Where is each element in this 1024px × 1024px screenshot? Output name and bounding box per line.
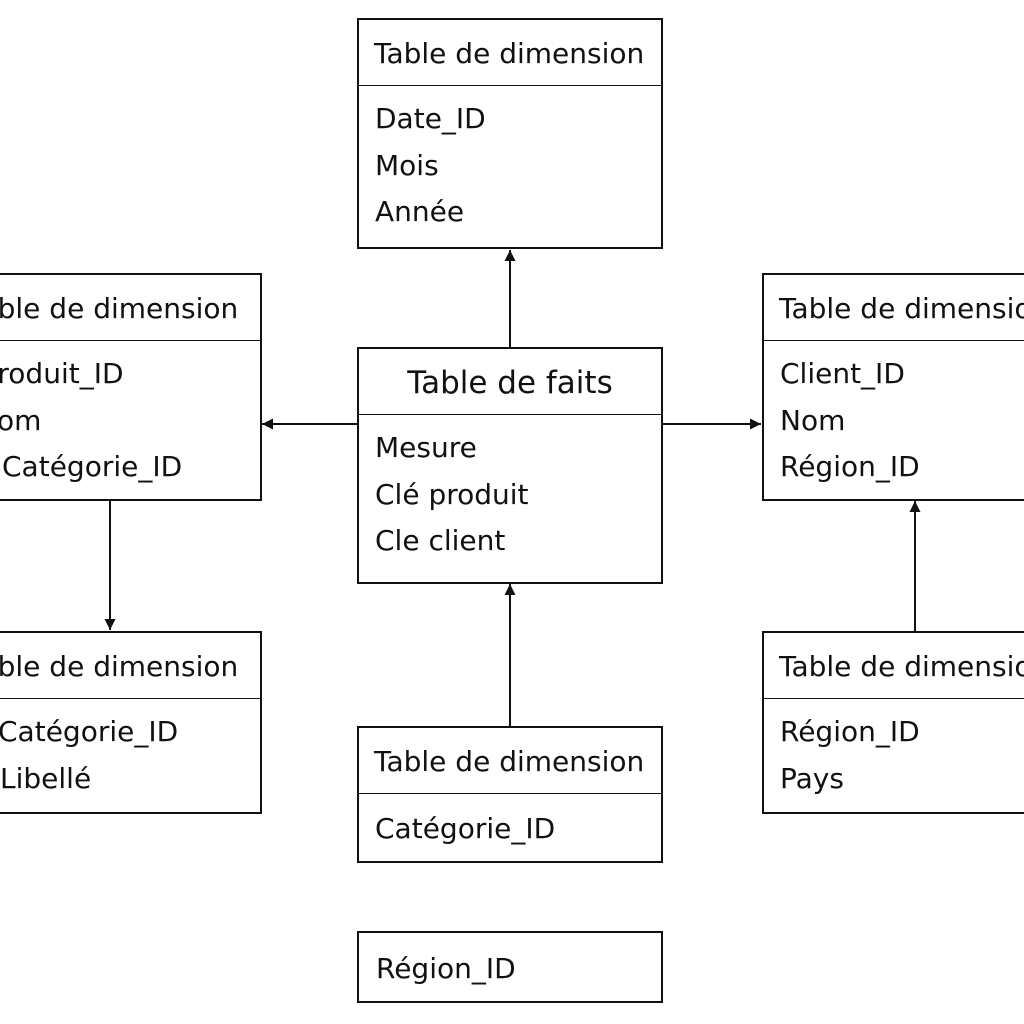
table-region-dimension-right: Table de dimension Région_ID Pays xyxy=(762,631,1024,814)
field-cle-client: Cle client xyxy=(375,524,506,557)
field-mois: Mois xyxy=(375,148,439,182)
field-date-id: Date_ID xyxy=(375,102,486,135)
table-region-bottom: Région_ID xyxy=(357,931,663,1003)
table-title: Table de dimension xyxy=(764,275,1024,341)
field-mesure: Mesure xyxy=(375,431,477,464)
table-title: Table de faits xyxy=(359,349,661,415)
field-region-id: Région_ID xyxy=(780,450,920,483)
table-client-dimension: Table de dimension Client_ID Nom Région_… xyxy=(762,273,1024,501)
field-nom: Nom xyxy=(0,403,42,437)
field-nom: Nom xyxy=(780,403,846,437)
field-pays: Pays xyxy=(780,761,844,795)
field-annee: Année xyxy=(375,195,465,228)
field-categorie-id: Catégorie_ID xyxy=(2,450,183,483)
field-region-id: Région_ID xyxy=(780,715,920,748)
field-libelle: Libellé xyxy=(0,761,92,795)
field-categorie-id: Catégorie_ID xyxy=(375,812,556,845)
field-client-id: Client_ID xyxy=(780,357,905,390)
table-produit-dimension: Table de dimension Produit_ID Nom Catégo… xyxy=(0,273,262,501)
table-facts: Table de faits Mesure Clé produit Cle cl… xyxy=(357,347,663,584)
table-date-dimension: Table de dimension Date_ID Mois Année xyxy=(357,18,663,249)
table-title: Table de dimension xyxy=(764,633,1024,699)
field-region-id: Région_ID xyxy=(376,952,516,985)
table-title: Table de dimension xyxy=(0,275,260,341)
table-title: Table de dimension xyxy=(359,20,661,86)
table-categorie-dimension-bottom: Table de dimension Catégorie_ID xyxy=(357,726,663,863)
table-categorie-dimension-left: Table de dimension Catégorie_ID Libellé xyxy=(0,631,262,814)
field-categorie-id: Catégorie_ID xyxy=(0,715,179,748)
table-title: Table de dimension xyxy=(359,728,661,794)
field-produit-id: Produit_ID xyxy=(0,357,124,390)
field-cle-produit: Clé produit xyxy=(375,477,529,511)
table-title: Table de dimension xyxy=(0,633,260,699)
